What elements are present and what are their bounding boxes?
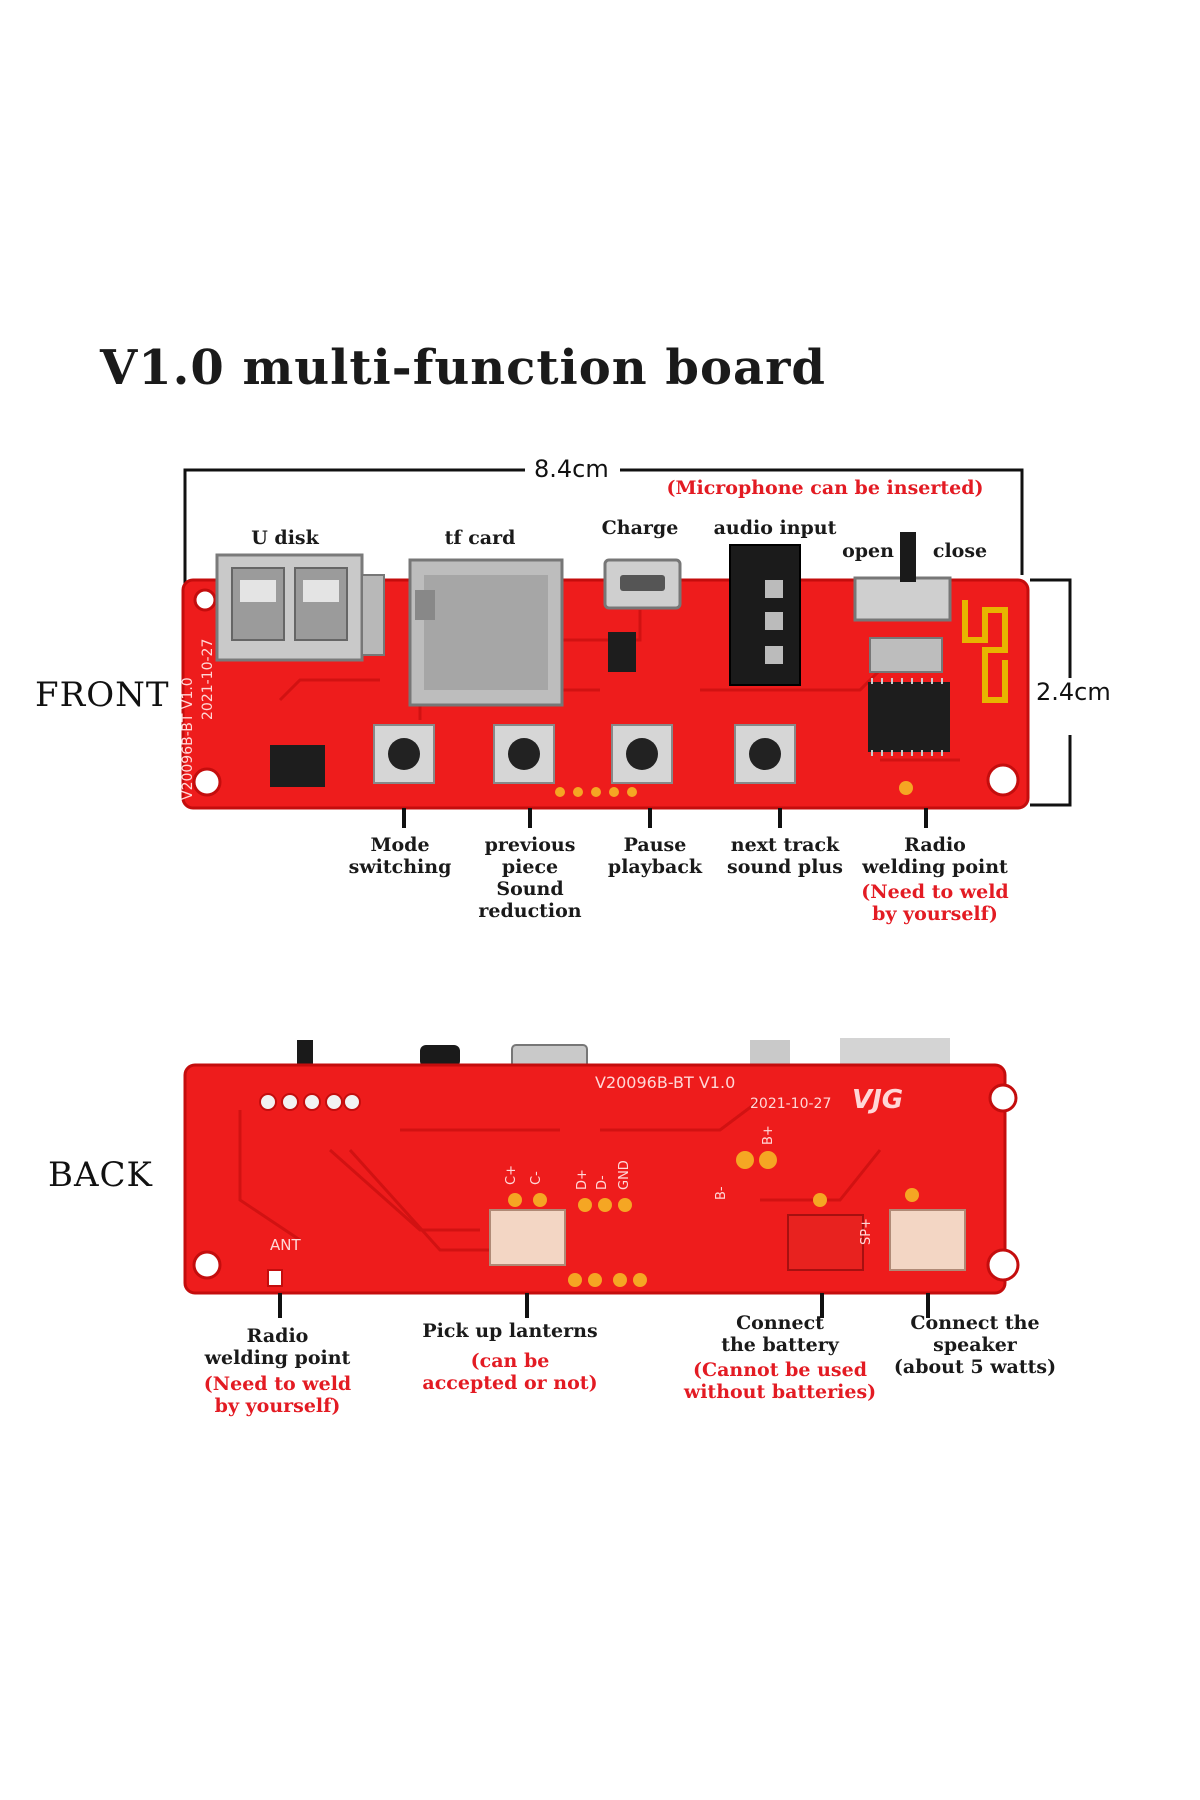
label-previous-piece: previous piece Sound reduction — [478, 834, 582, 922]
label-next-track: next track sound plus — [727, 834, 843, 878]
label-pick-up-lanterns-note: (can be accepted or not) — [422, 1350, 598, 1394]
label-audio-input: audio input — [713, 517, 837, 539]
back-silk-d-plus: D+ — [575, 1169, 590, 1190]
label-back-radio-note: (Need to weld by yourself) — [203, 1373, 352, 1417]
front-push-buttons — [373, 724, 796, 784]
front-silk-date: 2021-10-27 — [200, 639, 216, 720]
label-tf-card: tf card — [444, 527, 516, 549]
front-silk-model: V20096B-BT V1.0 — [180, 677, 196, 800]
back-silk-b-plus: B+ — [761, 1125, 776, 1145]
label-pause-playback: Pause playback — [607, 834, 703, 878]
back-silk-sp-plus: SP+ — [859, 1218, 874, 1245]
label-connect-battery: Connect the battery — [721, 1312, 839, 1356]
height-dimension-label: 2.4cm — [1030, 678, 1117, 706]
label-connect-speaker: Connect the speaker (about 5 watts) — [893, 1312, 1057, 1378]
back-silk-d-minus: D- — [595, 1175, 610, 1190]
back-side-label: BACK — [48, 1155, 153, 1195]
back-silk-gnd: GND — [617, 1160, 632, 1190]
label-u-disk: U disk — [251, 527, 319, 549]
back-silk-ant: ANT — [270, 1236, 301, 1254]
label-close: close — [932, 540, 988, 562]
back-silk-logo: VJG — [852, 1085, 903, 1115]
back-silk-c-minus: C- — [529, 1171, 544, 1185]
width-dimension-label: 8.4cm — [528, 455, 615, 483]
label-back-radio: Radio welding point — [204, 1325, 351, 1369]
label-mode-switching: Mode switching — [348, 834, 452, 878]
label-connect-battery-note: (Cannot be used without batteries) — [683, 1359, 877, 1403]
back-silk-c-plus: C+ — [504, 1165, 519, 1185]
front-leader-lines — [402, 808, 928, 828]
label-open: open — [842, 540, 894, 562]
front-side-label: FRONT — [35, 675, 170, 715]
front-board: V20096B-BT V1.0 2021-10-27 — [180, 532, 1030, 810]
back-board: V20096B-BT V1.0 2021-10-27 VJG ANT C+ C-… — [183, 1038, 1020, 1295]
label-pick-up-lanterns: Pick up lanterns — [422, 1320, 598, 1342]
microphone-note: (Microphone can be inserted) — [666, 477, 984, 499]
label-front-radio-note: (Need to weld by yourself) — [861, 881, 1009, 925]
page-title: V1.0 multi-function board — [100, 340, 826, 396]
height-dimension-line — [1030, 578, 1072, 807]
label-front-radio: Radio welding point — [862, 834, 1008, 878]
back-silk-b-minus: B- — [714, 1186, 729, 1200]
width-dimension-line — [183, 468, 1024, 585]
label-charge: Charge — [601, 517, 679, 539]
back-leader-lines — [278, 1293, 930, 1318]
back-silk-date: 2021-10-27 — [750, 1096, 831, 1112]
back-silk-model: V20096B-BT V1.0 — [595, 1073, 735, 1092]
